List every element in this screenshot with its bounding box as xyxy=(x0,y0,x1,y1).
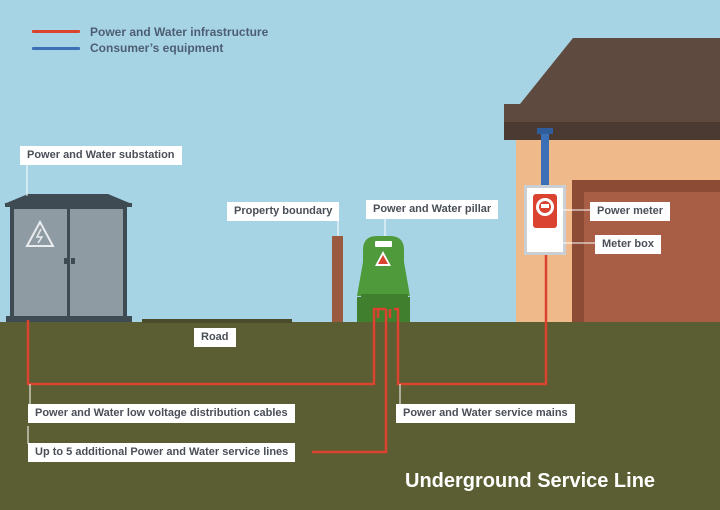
additional-service-line-route xyxy=(312,309,388,454)
power-meter xyxy=(533,194,557,228)
label-property-boundary: Property boundary xyxy=(227,202,340,221)
legend-label-infrastructure: Power and Water infrastructure xyxy=(90,25,269,39)
label-low-voltage-cables: Power and Water low voltage distribution… xyxy=(28,404,295,423)
label-meter-box: Meter box xyxy=(595,235,661,254)
label-road: Road xyxy=(194,328,236,347)
label-pillar: Power and Water pillar xyxy=(366,200,499,219)
substation-warning-icon xyxy=(25,219,55,247)
diagram-caption: Underground Service Line xyxy=(405,470,656,492)
label-service-mains: Power and Water service mains xyxy=(396,404,575,423)
legend-swatch-infrastructure xyxy=(32,30,80,33)
substation xyxy=(4,194,132,322)
pillar-warning-icon xyxy=(375,251,391,266)
legend-label-consumer: Consumer’s equipment xyxy=(90,41,224,55)
leader-lines xyxy=(26,162,596,444)
infrastructure-lines xyxy=(26,255,548,454)
road-surface xyxy=(142,319,292,323)
label-power-meter: Power meter xyxy=(590,202,671,221)
consumer-conduit xyxy=(541,134,549,186)
pillar xyxy=(357,236,410,322)
property-boundary-post xyxy=(332,236,343,322)
consumer-conduit-cap xyxy=(537,128,553,134)
label-substation: Power and Water substation xyxy=(20,146,182,165)
label-additional-service-lines: Up to 5 additional Power and Water servi… xyxy=(28,443,296,462)
service-main-route xyxy=(394,255,548,386)
legend-swatch-consumer xyxy=(32,47,80,50)
